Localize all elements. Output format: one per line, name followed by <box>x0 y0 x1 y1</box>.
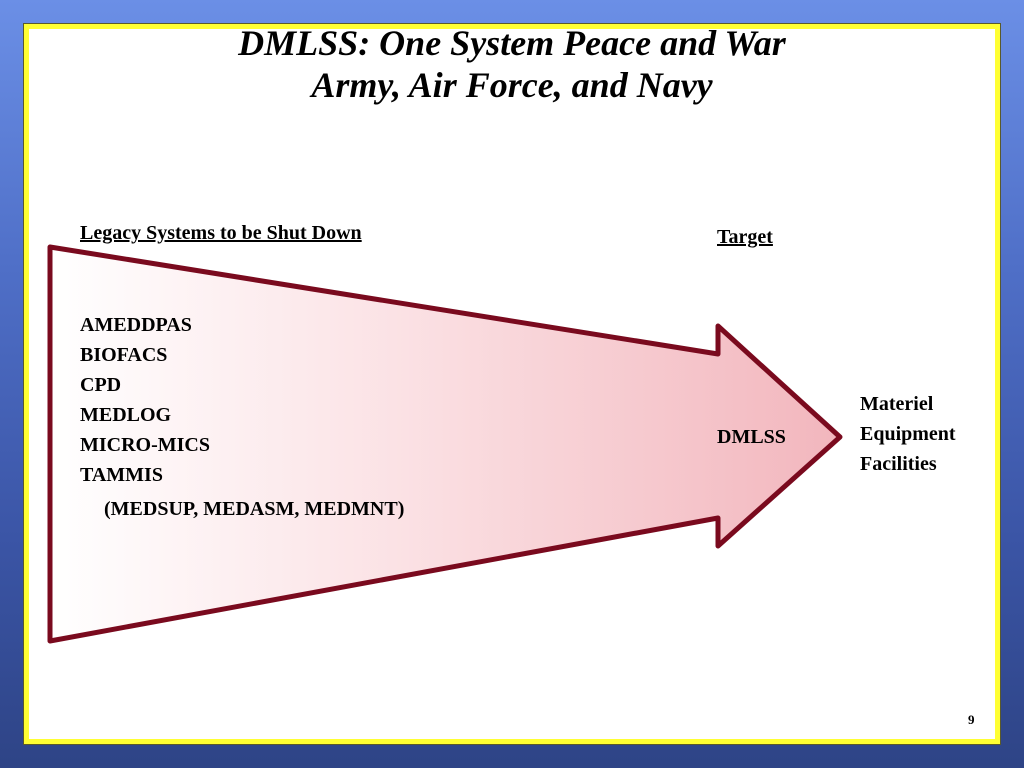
slide-title-line-1: DMLSS: One System Peace and War <box>238 23 786 63</box>
slide-title-line-2: Army, Air Force, and Navy <box>311 65 713 105</box>
target-system-label: DMLSS <box>717 426 786 448</box>
output-item: Equipment <box>860 423 956 445</box>
legacy-system-item: TAMMIS <box>80 464 163 486</box>
output-item: Facilities <box>860 453 937 475</box>
legacy-system-item: MEDLOG <box>80 404 172 426</box>
convergence-arrow <box>47 244 843 644</box>
legacy-system-item: MICRO-MICS <box>80 434 210 456</box>
page-number: 9 <box>968 712 975 727</box>
legacy-system-item: AMEDDPAS <box>80 314 192 336</box>
target-heading: Target <box>717 226 773 248</box>
legacy-system-item: BIOFACS <box>80 344 168 366</box>
tammis-subsystems: (MEDSUP, MEDASM, MEDMNT) <box>104 498 405 520</box>
legacy-systems-heading: Legacy Systems to be Shut Down <box>80 222 362 244</box>
legacy-system-item: CPD <box>80 374 122 396</box>
output-item: Materiel <box>860 393 934 415</box>
